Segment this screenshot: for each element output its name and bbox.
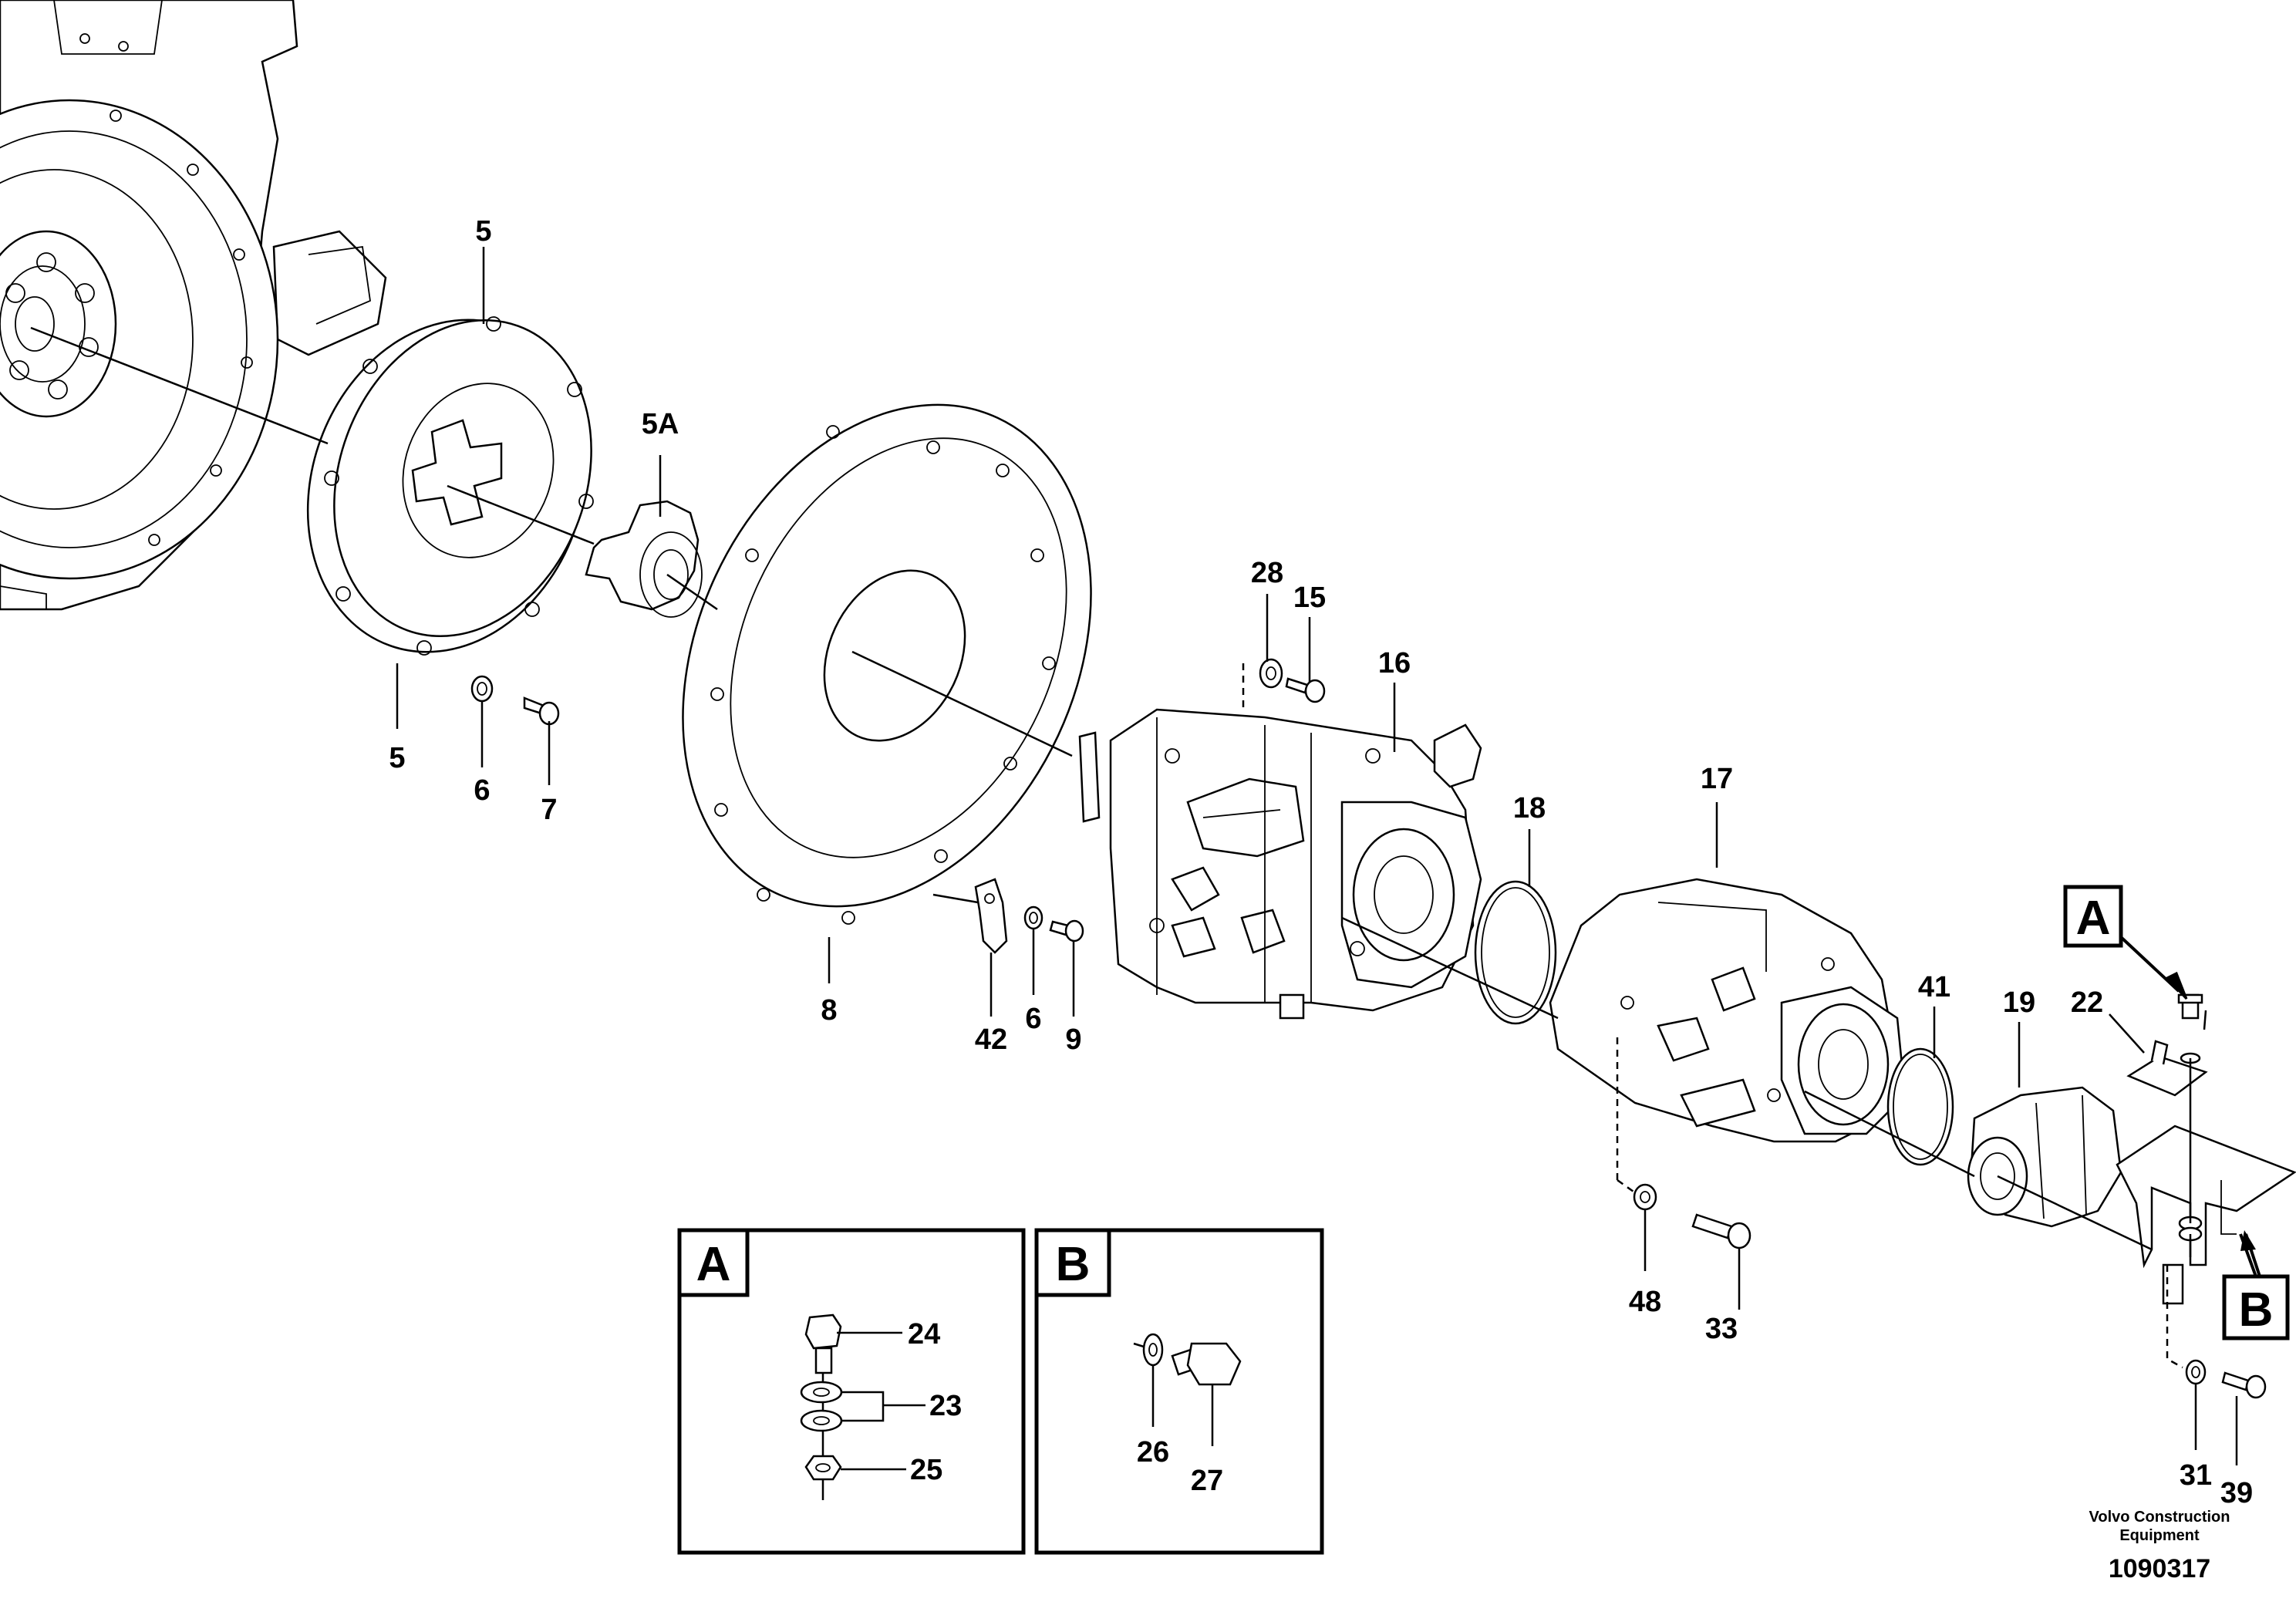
callout-7: 7: [541, 794, 557, 826]
svg-text:A: A: [2076, 892, 2111, 945]
callout-labels: 5 5 5A 6 7 8 42 6 9 28 15 16 18 17 41 19…: [389, 215, 2253, 1509]
callout-6-left: 6: [474, 774, 490, 807]
view-marker-a: A: [2063, 885, 2188, 1000]
callout-18: 18: [1513, 792, 1546, 824]
bolt-9: [1049, 919, 1084, 943]
washer-48: [1633, 1183, 1657, 1211]
callout-5-top: 5: [475, 215, 491, 248]
callout-5-bottom: 5: [389, 742, 405, 774]
callout-6-mid: 6: [1025, 1003, 1041, 1035]
bolt-33: [1691, 1213, 1752, 1249]
washer-26: [1142, 1333, 1164, 1367]
callout-41: 41: [1918, 971, 1950, 1003]
callout-39: 39: [2220, 1477, 2253, 1509]
callout-22: 22: [2071, 986, 2103, 1019]
small-bolt-bracket: [2177, 993, 2203, 1242]
footer-company-line1: Volvo Construction: [2089, 1509, 2230, 1526]
callout-27: 27: [1191, 1465, 1223, 1497]
svg-text:B: B: [2239, 1283, 2274, 1337]
callout-5A: 5A: [642, 408, 679, 440]
callout-31: 31: [2180, 1459, 2212, 1492]
svg-text:B: B: [1056, 1238, 1091, 1291]
callout-24: 24: [908, 1318, 940, 1351]
view-marker-b: B: [2222, 1230, 2290, 1340]
callout-25: 25: [910, 1454, 942, 1486]
bolt-7: [523, 696, 560, 726]
coupling-hub-5A: [585, 500, 703, 618]
callout-42: 42: [975, 1023, 1007, 1056]
o-ring-18: [1474, 880, 1557, 1025]
washer-28: [1259, 658, 1283, 689]
callout-26: 26: [1137, 1436, 1169, 1469]
washer-6-left: [470, 675, 494, 703]
washer-31: [2185, 1359, 2207, 1385]
footer: Volvo Construction Equipment 1090317: [2089, 1509, 2230, 1583]
callout-33: 33: [1705, 1313, 1738, 1345]
footer-company-line2: Equipment: [2119, 1527, 2200, 1544]
callout-48: 48: [1629, 1286, 1661, 1318]
bolt-15: [1285, 677, 1326, 703]
leader-lines: [396, 247, 2238, 1465]
hydraulic-pump-17: [1549, 878, 1907, 1143]
callout-28: 28: [1251, 557, 1283, 589]
callout-15: 15: [1293, 582, 1326, 614]
callout-16: 16: [1378, 647, 1411, 679]
hydraulic-pump-16: [1078, 708, 1482, 1020]
assembly-centerlines: [30, 326, 2207, 1369]
callout-9: 9: [1065, 1023, 1081, 1056]
tab-washer-42: [974, 878, 1008, 954]
adapter-plate-8: [682, 403, 1092, 925]
bolt-39: [2221, 1371, 2267, 1399]
washer-23: [800, 1381, 843, 1432]
gear-pump-19: [1967, 1086, 2122, 1228]
nut-25: [804, 1455, 842, 1481]
callout-19: 19: [2003, 986, 2035, 1019]
svg-text:A: A: [696, 1238, 731, 1291]
bolt-27: [1171, 1342, 1242, 1386]
callout-8: 8: [821, 994, 837, 1027]
washer-6-mid: [1023, 905, 1043, 930]
footer-diagram-id: 1090317: [2109, 1554, 2210, 1583]
o-ring-41: [1886, 1047, 1954, 1166]
callout-17: 17: [1701, 763, 1733, 795]
detail-box-a: A: [677, 1228, 1026, 1555]
detail-box-b: B: [1034, 1228, 1324, 1555]
callout-23: 23: [929, 1390, 962, 1422]
bolt-24: [804, 1313, 842, 1374]
flywheel-housing: [0, 0, 387, 611]
bracket-22: [2116, 1040, 2296, 1305]
